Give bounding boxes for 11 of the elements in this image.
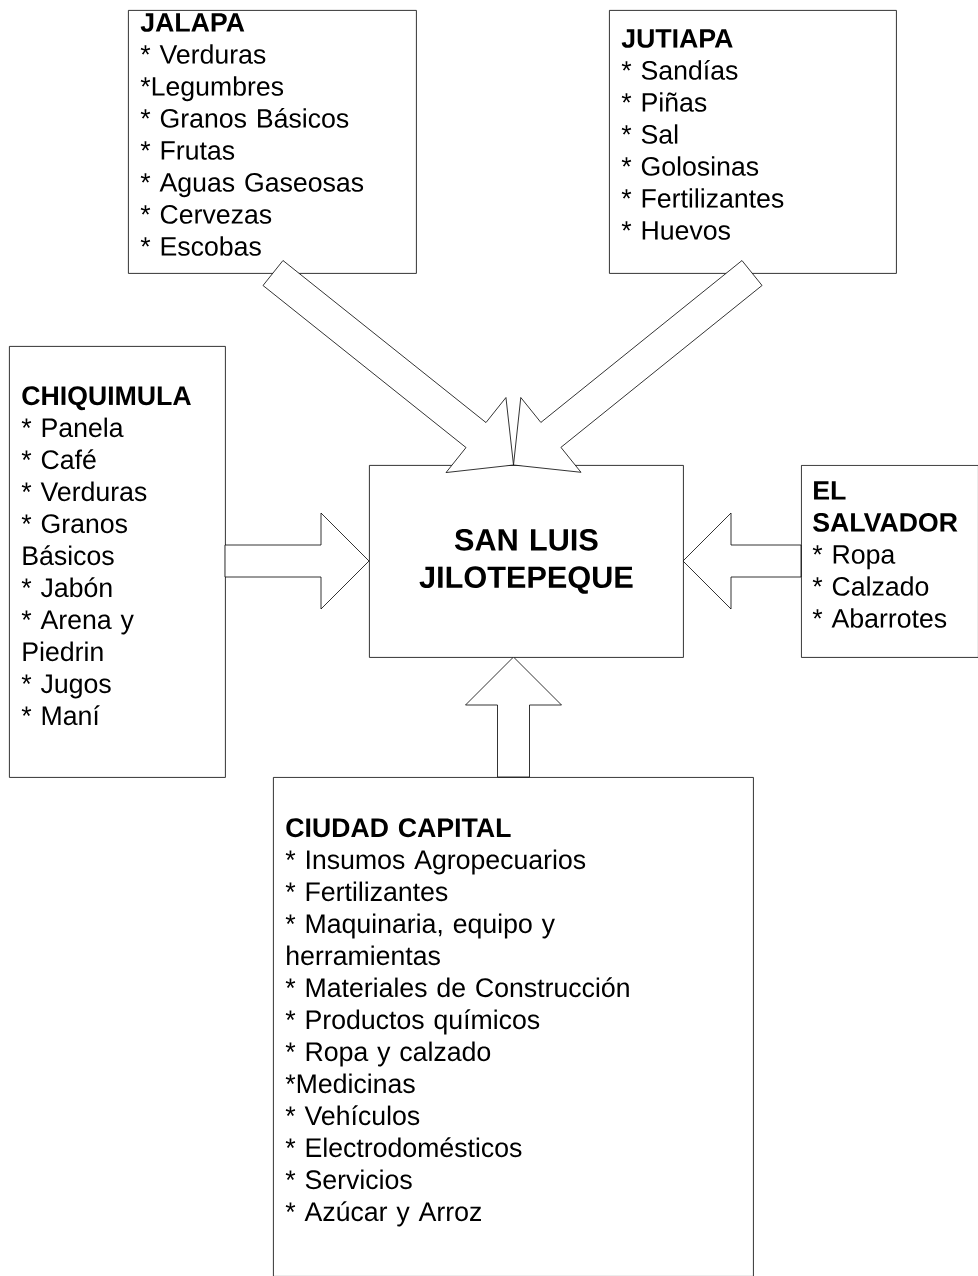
city-box: SAN LUIS JILOTEPEQUE [369, 465, 684, 658]
region-box: EL SALVADOR * Ropa * Calzado * Abarrotes [801, 465, 978, 658]
region-box: CIUDAD CAPITAL * Insumos Agropecuarios * Fertilizantes * Maquinaria, equipo y herramientas * Materiales de Construcción * Productos químicos * Ropa y calzado *Medicinas * Vehículos * Electrodomésticos * Servicios * Azúcar y Arroz [273, 777, 754, 1276]
region-box: JALAPA * Verduras *Legumbres * Granos Básicos * Frutas * Aguas Gaseosas * Cervezas * Escobas [128, 10, 417, 274]
block-arrow [513, 260, 763, 473]
block-arrow [262, 260, 514, 473]
block-arrow [682, 512, 802, 610]
region-box: CHIQUIMULA * Panela * Café * Verduras * Granos Básicos * Jabón * Arena y Piedrin * Jugos * Maní [9, 346, 226, 778]
block-arrow [465, 656, 562, 778]
region-box: JUTIAPA * Sandías * Piñas * Sal * Golosinas * Fertilizantes * Huevos [609, 10, 897, 274]
block-arrow [224, 512, 370, 610]
